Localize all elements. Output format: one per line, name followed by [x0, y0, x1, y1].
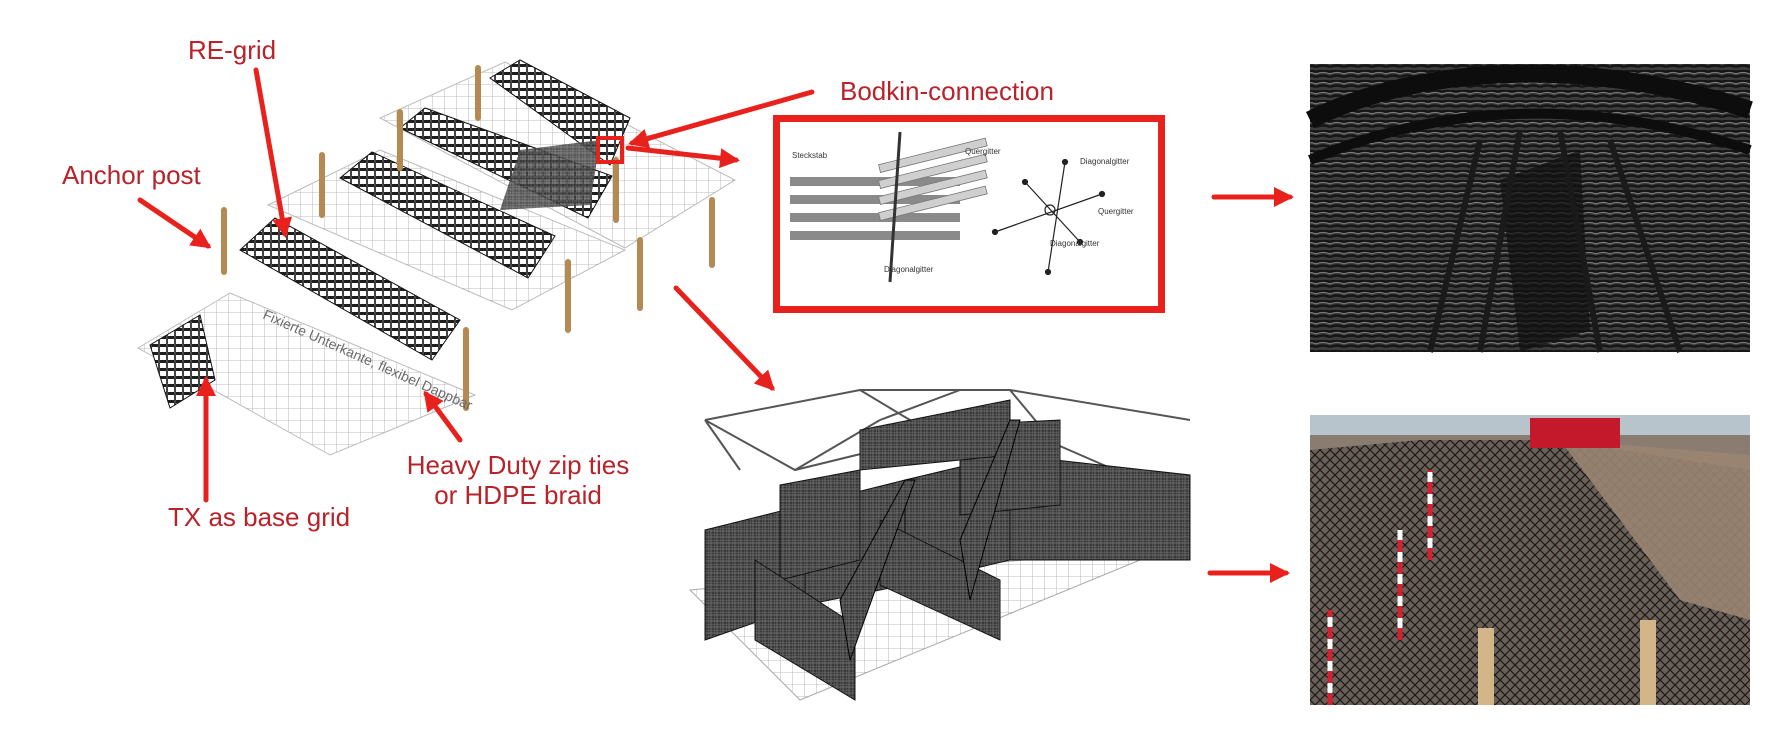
anchor-post-label: Anchor post: [62, 160, 201, 190]
arrow-zip-ties: [423, 390, 463, 443]
arrow-bodkin: [628, 89, 815, 149]
re-grid-label: RE-grid: [188, 35, 277, 65]
arrow-to-detail: [625, 145, 740, 169]
bodkin-connection-label: Bodkin-connection: [840, 76, 1054, 106]
diagonalgitter-label-c: Diagonalgitter: [1050, 239, 1100, 248]
arrow-to-cells: [673, 285, 775, 391]
quergitter-label-b: Quergitter: [1098, 207, 1134, 216]
steckstab-label: Steckstab: [792, 151, 828, 160]
cell-wall: [779, 469, 861, 581]
isometric-grid-drawing: Fixierte Unterkante, flexibel Dappbar: [137, 59, 737, 456]
cellular-grid-diagram: [688, 389, 1191, 701]
photo-construction-site: [1310, 415, 1750, 705]
tx-base-grid-label: TX as base grid: [168, 502, 351, 532]
zip-ties-line-1: Heavy Duty zip ties: [406, 450, 630, 480]
bodkin-highlight-box: [596, 136, 624, 164]
zip-ties-line-2: or HDPE braid: [434, 480, 602, 510]
re-grid-wall-middle: [339, 151, 556, 279]
bodkin-detail-box: Steckstab Quergitter Diagonalgitter Diag…: [773, 115, 1165, 313]
re-grid-wall-back: [489, 59, 631, 166]
diagonal-wall-back: [500, 140, 600, 210]
quergitter-label-a: Quergitter: [965, 147, 1001, 156]
arrow-anchor-post: [137, 197, 212, 249]
diagonalgitter-label-b: Diagonalgitter: [1080, 157, 1130, 166]
cell-diagonal-wall: [959, 419, 1021, 601]
bodkin-detail-drawing: Steckstab Quergitter Diagonalgitter Diag…: [790, 131, 1134, 283]
cell-wall: [754, 559, 856, 701]
node-schematic: Diagonalgitter Quergitter Diagonalgitter: [991, 157, 1134, 276]
re-grid-wall-front: [239, 217, 461, 361]
steckstab-schematic: Steckstab Quergitter Diagonalgitter: [790, 131, 1001, 283]
cell-diagonal-wall: [839, 479, 916, 662]
diagonalgitter-label-a: Diagonalgitter: [884, 265, 934, 274]
base-grid-sheet-front: [137, 292, 477, 456]
anchor-posts: [221, 65, 715, 411]
arrow-re-grid: [253, 67, 293, 238]
zip-ties-label: Heavy Duty zip ties or HDPE braid: [398, 450, 638, 510]
arrows: [137, 67, 1294, 583]
photo-grid-closeup: [1305, 64, 1753, 353]
